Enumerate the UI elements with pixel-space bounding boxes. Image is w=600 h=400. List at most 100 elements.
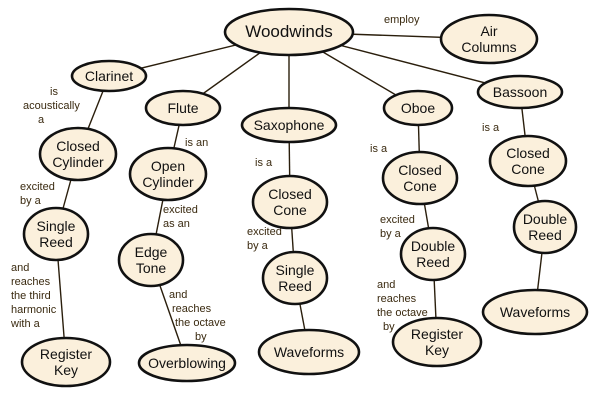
- node-ellipse: [223, 7, 355, 57]
- node-sax-waveforms[interactable]: Waveforms: [257, 328, 361, 376]
- node-ellipse: [488, 134, 568, 188]
- link-label-bassoon-is: is a: [482, 122, 500, 134]
- link-label-clarinet-excited: excited: [20, 181, 55, 193]
- node-ellipse: [38, 126, 118, 182]
- node-label: Key: [425, 342, 449, 358]
- link-label-clarinet-reaches: and: [11, 262, 29, 274]
- node-ellipse: [240, 106, 338, 144]
- node-label: Waveforms: [274, 344, 344, 360]
- node-label: Single: [37, 218, 76, 234]
- node-label: Cone: [403, 178, 437, 194]
- node-label: Closed: [398, 162, 442, 178]
- link-label-clarinet-reaches: reaches: [11, 276, 51, 288]
- node-bassoon-waveforms[interactable]: Waveforms: [481, 288, 589, 336]
- link-label-clarinet-excited: by a: [20, 195, 42, 207]
- link-label-oboe-excited: excited: [380, 214, 415, 226]
- node-label: Saxophone: [254, 117, 325, 133]
- link-label-oboe-excited: by a: [380, 228, 402, 240]
- node-label: Reed: [416, 254, 449, 270]
- node-label: Bassoon: [493, 84, 547, 100]
- node-label: Cone: [511, 161, 545, 177]
- node-ellipse: [512, 199, 578, 255]
- node-label: Closed: [268, 186, 312, 202]
- node-label: Closed: [56, 138, 100, 154]
- node-label: Cone: [273, 202, 307, 218]
- node-flute-overblowing[interactable]: Overblowing: [137, 343, 237, 383]
- node-label: Cylinder: [52, 154, 104, 170]
- link-label-flute-reaches: the octave: [175, 317, 226, 329]
- node-label: Closed: [506, 145, 550, 161]
- node-label: Reed: [528, 227, 561, 243]
- node-ellipse: [382, 89, 454, 127]
- node-ellipse: [257, 328, 361, 376]
- node-label: Double: [523, 211, 568, 227]
- node-label: Oboe: [401, 100, 435, 116]
- link-label-sax-is: is a: [255, 157, 273, 169]
- node-ellipse: [251, 174, 329, 230]
- link-label-oboe-is: is a: [370, 143, 388, 155]
- link-label-flute-reaches: reaches: [172, 303, 212, 315]
- node-flute[interactable]: Flute: [144, 89, 222, 127]
- node-label: Clarinet: [85, 68, 133, 84]
- link-label-oboe-reaches: reaches: [377, 293, 417, 305]
- node-label: Cylinder: [142, 174, 194, 190]
- node-label: Tone: [136, 260, 167, 276]
- node-ellipse: [70, 59, 148, 93]
- node-ellipse: [137, 343, 237, 383]
- node-saxophone[interactable]: Saxophone: [240, 106, 338, 144]
- node-clarinet[interactable]: Clarinet: [70, 59, 148, 93]
- nodes: Woodwinds AirColumnsClarinetFluteSaxophon…: [20, 7, 589, 388]
- link-label-clarinet-is: is: [50, 86, 58, 98]
- link-label-sax-excited: excited: [247, 226, 282, 238]
- node-ellipse: [128, 146, 208, 202]
- link-label-clarinet-is: acoustically: [23, 100, 80, 112]
- node-ellipse: [399, 226, 467, 282]
- node-ellipse: [20, 336, 112, 388]
- node-label: Key: [54, 362, 78, 378]
- node-ellipse: [481, 288, 589, 336]
- node-label: Air: [480, 23, 497, 39]
- node-label: Overblowing: [148, 355, 226, 371]
- node-label: Reed: [39, 234, 72, 250]
- node-ellipse: [476, 74, 564, 110]
- link-label-clarinet-reaches: the third: [11, 290, 51, 302]
- node-woodwinds[interactable]: Woodwinds: [223, 7, 355, 57]
- link-label-clarinet-reaches: with a: [10, 318, 41, 330]
- link-label-flute-excited: excited: [163, 204, 198, 216]
- link-label-oboe-reaches: by: [383, 321, 395, 333]
- node-label: Flute: [167, 100, 198, 116]
- node-oboe[interactable]: Oboe: [382, 89, 454, 127]
- link-label-flute-is: is an: [185, 137, 208, 149]
- node-ellipse: [439, 13, 539, 65]
- node-ellipse: [117, 232, 185, 288]
- node-label: Double: [411, 238, 456, 254]
- link-label-oboe-reaches: and: [377, 279, 395, 291]
- link-label-oboe-reaches: the octave: [377, 307, 428, 319]
- link-label-flute-reaches: and: [169, 289, 187, 301]
- link-label-clarinet-reaches: harmonic: [11, 304, 57, 316]
- node-label: Single: [276, 262, 315, 278]
- node-label: Woodwinds: [245, 22, 333, 41]
- node-label: Register: [411, 326, 463, 342]
- node-label: Waveforms: [500, 304, 570, 320]
- node-bassoon[interactable]: Bassoon: [476, 74, 564, 110]
- node-label: Reed: [278, 278, 311, 294]
- link-label-flute-reaches: by: [195, 331, 207, 343]
- node-label: Register: [40, 346, 92, 362]
- link-label-sax-excited: by a: [247, 240, 269, 252]
